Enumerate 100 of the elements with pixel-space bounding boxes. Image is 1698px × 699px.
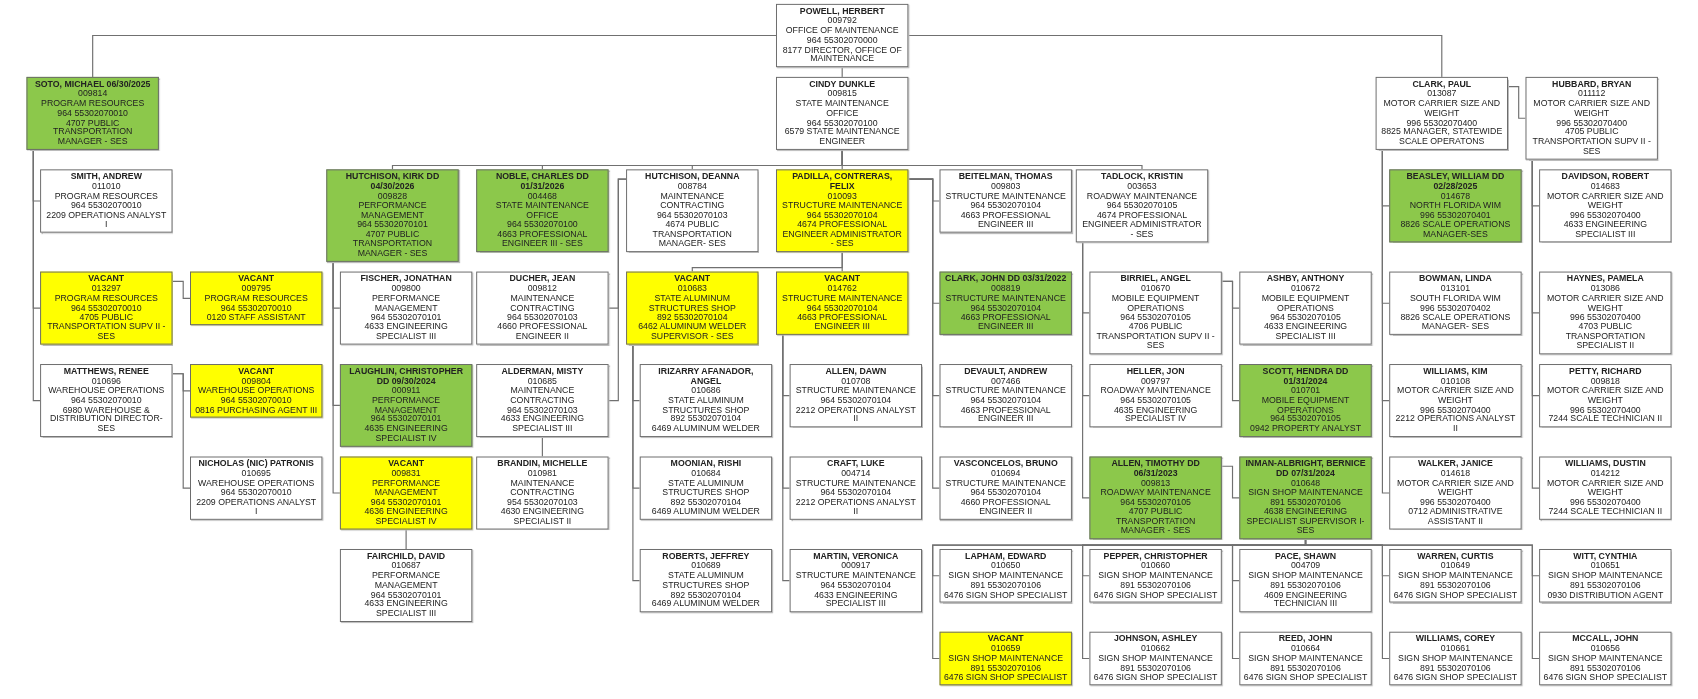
position-number: 010686 (690, 386, 722, 396)
unit-label: STRUCTURE MAINTENANCE (944, 386, 1067, 396)
name-label: BOWMAN, LINDA (1417, 274, 1493, 285)
connector-line (841, 251, 843, 273)
name-label: ALDERMAN, MISTY (500, 366, 585, 377)
position-number: 010695 (240, 469, 272, 479)
unit-label: STATE MAINTENANCE OFFICE (794, 99, 890, 119)
position-box (190, 271, 323, 326)
position-number: 009828 (376, 191, 409, 202)
job-title: 0120 STAFF ASSISTANT (205, 313, 307, 323)
job-title: 6476 SIGN SHOP SPECIALIST (1243, 673, 1368, 683)
job-title: 6476 SIGN SHOP SPECIALIST (943, 673, 1068, 683)
position-number: 010108 (1440, 376, 1472, 387)
position-box (40, 271, 173, 345)
connector-line (1082, 241, 1090, 397)
connector-line (1304, 538, 1540, 660)
name-label: VACANT (237, 366, 276, 377)
position-box (639, 364, 773, 438)
code-number: 891 55302070106 (1419, 663, 1492, 674)
position-box (190, 364, 323, 419)
unit-label: MOTOR CARRIER SIZE AND WEIGHT (1382, 99, 1502, 119)
name-label: IRIZARRY AFANADOR, ANGEL (657, 366, 755, 387)
connector-line (332, 261, 341, 494)
position-number: 010648 (1289, 478, 1322, 489)
unit-label: MOTOR CARRIER SIZE AND WEIGHT (1532, 99, 1651, 119)
name-label: CLARK, JOHN DD 03/31/2022 (944, 274, 1068, 285)
position-box (1239, 549, 1372, 613)
position-number: 013297 (90, 284, 122, 294)
code-number: 964 55302070010 (56, 108, 129, 119)
position-number: 010664 (1289, 644, 1322, 654)
position-number: 009797 (1141, 376, 1172, 387)
position-number: 000911 (390, 386, 422, 396)
connector-line (171, 373, 191, 489)
position-number: 010701 (1289, 386, 1322, 396)
job-title: 4660 PROFESSIONAL ENGINEER II (496, 322, 589, 342)
job-title: 4630 ENGINEERING SPECIALIST II (499, 507, 585, 527)
position-number: 010662 (1140, 644, 1172, 654)
name-label: VACANT (87, 274, 126, 285)
unit-label: SOUTH FLORIDA WIM (1408, 293, 1502, 304)
position-number: 010689 (691, 561, 722, 572)
position-number: 004714 (840, 469, 872, 479)
position-box (1089, 456, 1222, 540)
connector-line (907, 178, 941, 489)
unit-label: STRUCTURE MAINTENANCE (794, 478, 917, 489)
job-title: 4609 ENGINEERING TECHNICIAN III (1262, 590, 1349, 610)
position-number: 010651 (1590, 561, 1621, 572)
position-number: 010708 (841, 376, 872, 387)
unit-label: SIGN SHOP MAINTENANCE (1097, 653, 1214, 664)
position-box (626, 169, 759, 253)
name-label: HUTCHISON, DEANNA (644, 172, 741, 182)
code-number: 996 55302070400 (1419, 405, 1492, 415)
position-number: 010696 (91, 376, 122, 387)
job-title: 4663 PROFESSIONAL ENGINEER III - SES (496, 230, 589, 250)
code-number: 996 55302070400 (1569, 497, 1642, 508)
connector-line (691, 149, 843, 170)
code-number: 891 55302070106 (1119, 663, 1192, 674)
name-label: CLARK, PAUL (1411, 79, 1473, 90)
code-number: 891 55302070106 (1569, 663, 1642, 674)
unit-label: MOBILE EQUIPMENT OPERATIONS (1260, 293, 1351, 313)
code-number: 996 55302070400 (1569, 210, 1642, 221)
code-number: 964 55302070105 (1269, 313, 1342, 323)
unit-label: STRUCTURE MAINTENANCE (944, 293, 1067, 304)
name-label: CRAFT, LUKE (826, 459, 886, 470)
name-label: TADLOCK, KRISTIN (1099, 172, 1184, 182)
connector-line (541, 436, 543, 458)
name-label: HUBBARD, BRYAN (1551, 79, 1633, 90)
position-box (1089, 549, 1222, 603)
name-label: HAYNES, PAMELA (1565, 274, 1645, 285)
position-box (1539, 549, 1672, 603)
position-box (1539, 169, 1672, 243)
position-box (1239, 364, 1372, 438)
code-number: 964 55302070104 (969, 201, 1043, 211)
code-number: 964 55302070104 (819, 395, 893, 406)
code-number: 964 55302070104 (819, 488, 893, 498)
name-label: MATTHEWS, RENEE (62, 366, 150, 377)
position-number: 010656 (1589, 644, 1621, 654)
job-title: 6980 WAREHOUSE & DISTRIBUTION DIRECTOR-SES (48, 405, 164, 435)
job-title: 6476 SIGN SHOP SPECIALIST (943, 590, 1068, 601)
position-box (1389, 456, 1522, 530)
unit-label: PERFORMANCE MANAGEMENT (371, 293, 442, 313)
unit-label: MAINTENANCE CONTRACTING (509, 478, 576, 498)
position-number: 014212 (1589, 469, 1621, 479)
job-title: 6476 SIGN SHOP SPECIALIST (1393, 673, 1518, 683)
job-title: 2212 OPERATIONS ANALYST II (794, 497, 917, 518)
name-label: VACANT (986, 634, 1025, 645)
position-number: 010672 (1289, 284, 1322, 294)
job-title: 4674 PUBLIC TRANSPORTATION MANAGER- SES (651, 220, 733, 250)
unit-label: STRUCTURE MAINTENANCE (794, 386, 917, 396)
code-number: 964 55302070101 (369, 590, 443, 600)
position-number: 008784 (677, 181, 708, 192)
code-number: 964 55302070010 (219, 488, 293, 498)
name-label: ASHBY, ANTHONY (1265, 274, 1346, 285)
position-number: 009815 (826, 89, 858, 100)
code-number: 964 55302070010 (69, 201, 143, 211)
code-number: 954 55302070103 (506, 497, 579, 508)
position-number: 008819 (990, 284, 1022, 294)
name-label: WARREN, CURTIS (1416, 551, 1495, 562)
job-title: 4633 ENGINEERING SPECIALIST III (363, 322, 449, 342)
unit-label: MAINTENANCE CONTRACTING (659, 191, 726, 211)
unit-label: STATE MAINTENANCE OFFICE (494, 201, 590, 221)
